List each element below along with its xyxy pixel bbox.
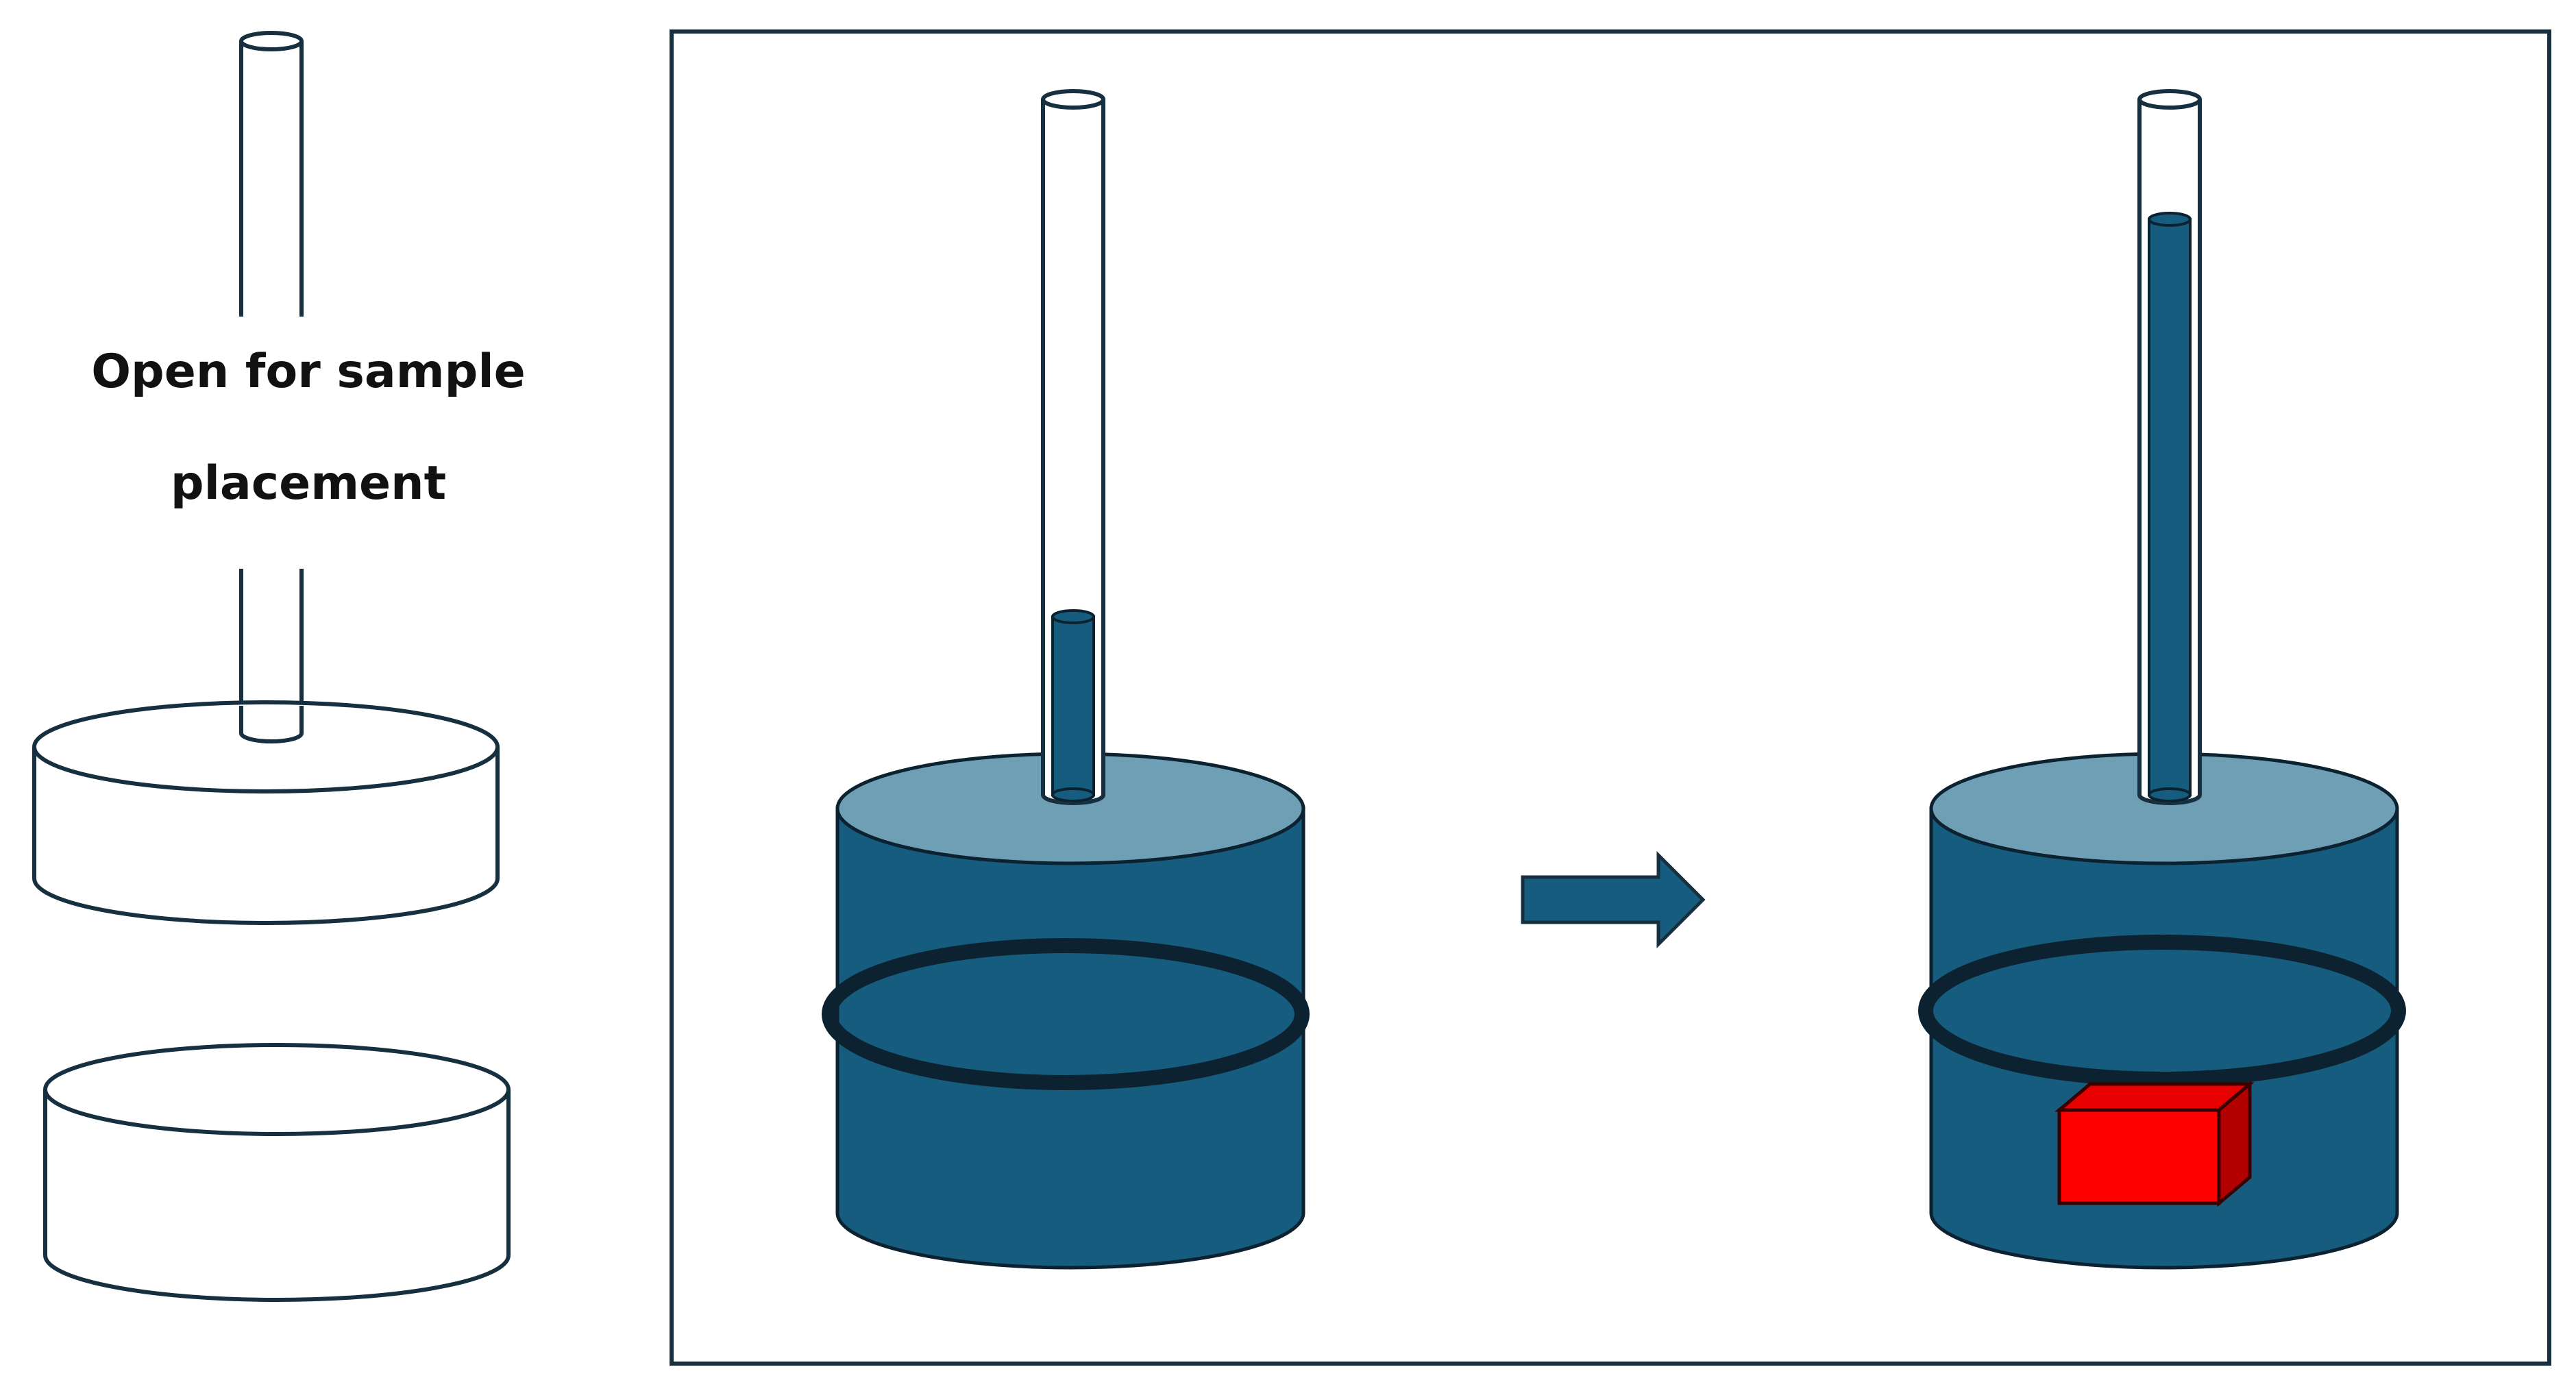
water-body-before bbox=[835, 752, 1305, 1270]
sample-placement-caption: Open for sample placement bbox=[91, 345, 526, 510]
caption-line-1: Open for sample bbox=[91, 345, 526, 399]
liquid-column-before bbox=[1051, 609, 1095, 802]
transition-arrow bbox=[1521, 850, 1706, 949]
pycnometer-after bbox=[1918, 89, 2406, 1270]
pycnometer-base bbox=[43, 1043, 511, 1302]
calibration-ring-before bbox=[822, 938, 1310, 1090]
pycnometer-lid bbox=[32, 700, 500, 925]
capillary-tube-upper bbox=[239, 31, 304, 317]
empty-pycnometer-assembly bbox=[32, 31, 511, 1302]
comparison-frame bbox=[670, 29, 2551, 1366]
sample-cube-front bbox=[2057, 1108, 2221, 1205]
liquid-column-after bbox=[2148, 212, 2192, 802]
calibration-ring-after bbox=[1918, 935, 2406, 1087]
caption-line-2: placement bbox=[171, 456, 446, 510]
pycnometer-before bbox=[822, 89, 1310, 1270]
sample-cube bbox=[2054, 1080, 2255, 1207]
water-body-after bbox=[1929, 752, 2399, 1270]
